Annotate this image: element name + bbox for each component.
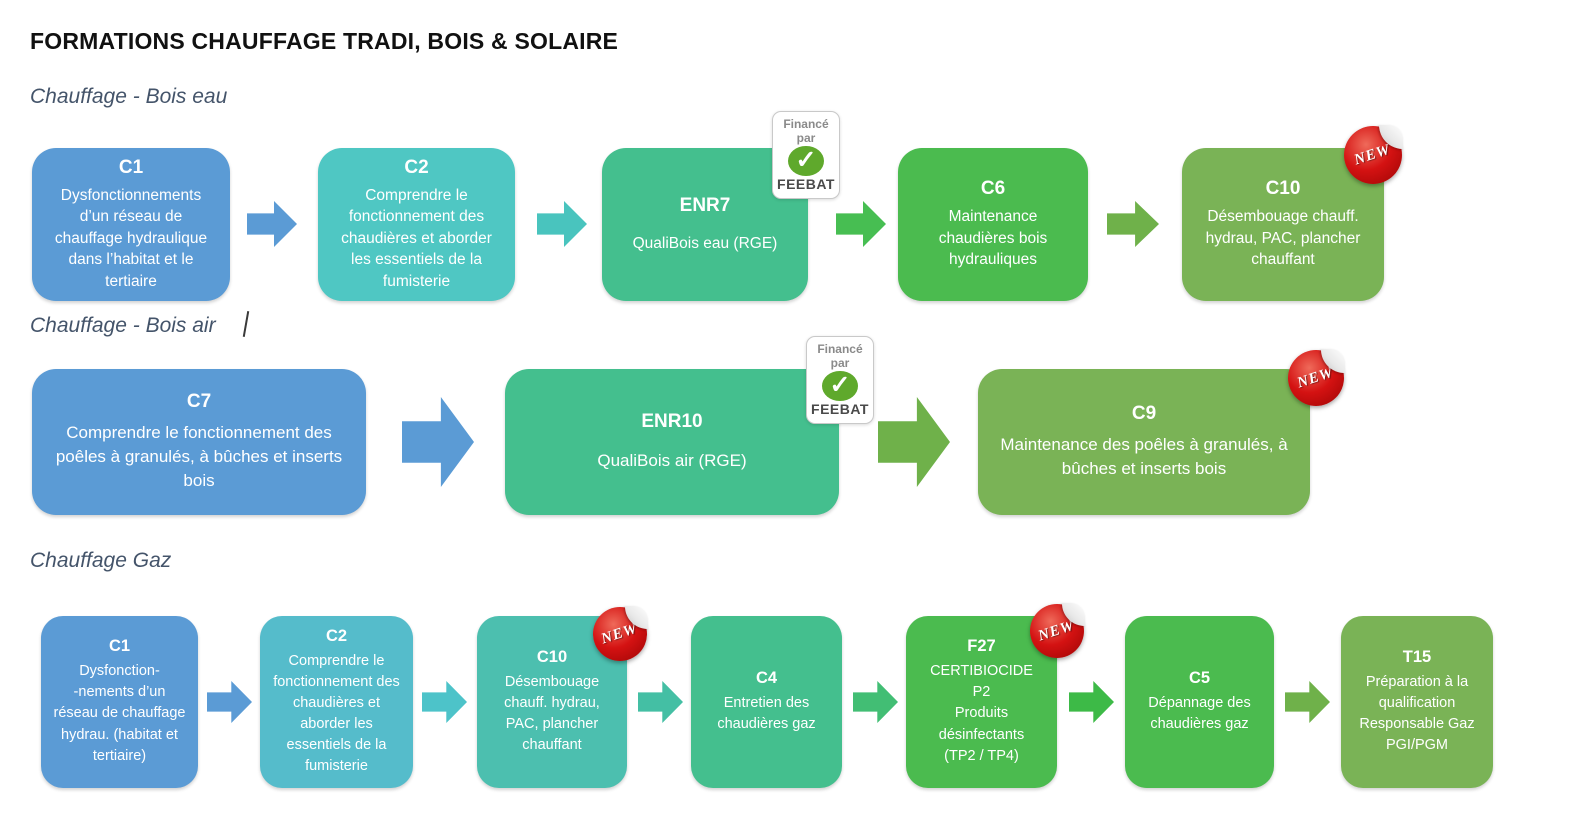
course-code: C9 — [1131, 403, 1157, 425]
course-description: Dépannage des chaudières gaz — [1148, 694, 1251, 732]
course-code: C5 — [1188, 668, 1211, 687]
course-description: Dysfonction- -nements d’un réseau de cha… — [53, 663, 186, 764]
course-box-bois-eau-c1: C1 Dysfonctionnements d’un réseau de cha… — [32, 148, 230, 301]
course-code: T15 — [1402, 647, 1432, 666]
new-sticker-label: NEW — [1295, 364, 1337, 391]
course-box-f27: F27 CERTIBIOCIDE P2 Produits désinfectan… — [906, 616, 1057, 788]
course-description: Préparation à la qualification Responsab… — [1359, 673, 1475, 754]
section-label-bois-air: Chauffage - Bois air — [30, 314, 216, 337]
course-code: C10 — [536, 647, 568, 666]
course-box-c7: C7 Comprendre le fonctionnement des poêl… — [32, 369, 366, 515]
flow-arrow — [247, 201, 297, 247]
course-description: Désembouage chauff. hydrau, PAC, planche… — [1205, 208, 1361, 269]
course-code: F27 — [967, 637, 996, 656]
flow-arrow — [638, 681, 683, 723]
course-description: Dysfonctionnements d’un réseau de chauff… — [54, 187, 208, 290]
course-description: Maintenance chaudières bois hydrauliques — [938, 208, 1048, 269]
course-box-gaz-c2: C2 Comprendre le fonctionnement des chau… — [260, 616, 413, 788]
course-box-enr10: ENR10 QualiBois air (RGE) — [505, 369, 839, 515]
course-description: Entretien des chaudières gaz — [717, 694, 816, 732]
course-description: Comprendre le fonctionnement des chaudiè… — [341, 187, 492, 290]
course-description: Comprendre le fonctionnement des chaudiè… — [273, 652, 400, 775]
new-sticker-label: NEW — [1036, 617, 1078, 644]
new-sticker-badge: NEW — [1344, 125, 1403, 184]
course-code: ENR7 — [679, 194, 731, 216]
course-description: Maintenance des poêles à granulés, à bûc… — [1000, 435, 1288, 478]
feebat-check-seal-icon: ✓ — [822, 370, 858, 401]
section-label-bois-eau: Chauffage - Bois eau — [30, 85, 228, 108]
course-box-c9: C9 Maintenance des poêles à granulés, à … — [978, 369, 1310, 515]
flow-arrow — [878, 397, 950, 487]
course-code: C10 — [1265, 178, 1301, 200]
feebat-label: FEEBAT — [811, 401, 869, 417]
section-label-gaz: Chauffage Gaz — [30, 549, 172, 572]
course-description: QualiBois air (RGE) — [597, 451, 747, 471]
course-description: QualiBois eau (RGE) — [632, 234, 778, 252]
new-sticker-label: NEW — [1352, 141, 1394, 168]
feebat-check-seal-icon: ✓ — [788, 145, 824, 176]
flow-arrow — [207, 681, 252, 723]
course-box-c6: C6 Maintenance chaudières bois hydrauliq… — [898, 148, 1088, 301]
flow-arrow — [836, 201, 886, 247]
course-code: C2 — [404, 157, 429, 179]
course-code: C1 — [118, 157, 144, 179]
course-box-c4: C4 Entretien des chaudières gaz — [691, 616, 842, 788]
new-sticker-badge: NEW — [593, 606, 648, 661]
course-box-bois-eau-c2: C2 Comprendre le fonctionnement des chau… — [318, 148, 515, 301]
flow-arrow — [1285, 681, 1330, 723]
course-description: CERTIBIOCIDE P2 Produits désinfectants (… — [930, 663, 1033, 764]
course-code: C7 — [186, 391, 212, 413]
new-sticker-badge: NEW — [1030, 603, 1085, 658]
feebat-label: FEEBAT — [777, 176, 835, 192]
page-title: FORMATIONS CHAUFFAGE TRADI, BOIS & SOLAI… — [30, 28, 619, 54]
flow-arrow — [1107, 201, 1159, 247]
flow-arrow — [1069, 681, 1114, 723]
course-box-gaz-c1: C1 Dysfonction- -nements d’un réseau de … — [41, 616, 198, 788]
feebat-badge: Financé par ✓ FEEBAT — [772, 111, 840, 199]
course-code: C4 — [755, 668, 778, 687]
flow-arrow — [402, 397, 474, 487]
course-box-t15: T15 Préparation à la qualification Respo… — [1341, 616, 1493, 788]
course-code: ENR10 — [641, 411, 703, 433]
course-description: Désembouage chauff. hydrau, PAC, planche… — [504, 673, 600, 754]
text-cursor — [242, 311, 250, 337]
course-box-c5: C5 Dépannage des chaudières gaz — [1125, 616, 1274, 788]
new-sticker-label: NEW — [599, 620, 641, 647]
course-code: C2 — [325, 626, 348, 645]
feebat-badge: Financé par ✓ FEEBAT — [806, 336, 874, 424]
feebat-financed-by-label: Financé par — [783, 117, 829, 145]
course-code: C6 — [980, 178, 1006, 200]
flow-arrow — [422, 681, 467, 723]
flow-arrow — [853, 681, 898, 723]
new-sticker-badge: NEW — [1288, 349, 1345, 406]
course-description: Comprendre le fonctionnement des poêles … — [55, 423, 343, 490]
flow-arrow — [537, 201, 587, 247]
course-code: C1 — [108, 637, 131, 656]
feebat-financed-by-label: Financé par — [817, 342, 863, 370]
